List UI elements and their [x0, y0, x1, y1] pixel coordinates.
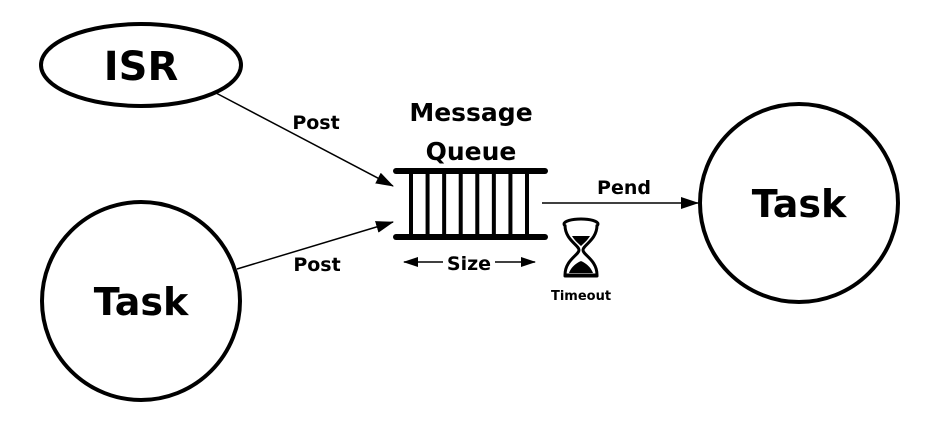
queue-title-line1: Message — [409, 98, 532, 127]
isr-post-edge: Post — [215, 92, 394, 187]
isr-post-label: Post — [292, 112, 339, 134]
task-sender-node: Task — [40, 200, 242, 402]
queue-title-line2: Queue — [426, 137, 517, 166]
isr-ellipse — [39, 22, 243, 108]
pend-edge: Pend — [542, 177, 699, 209]
hourglass-icon — [562, 217, 600, 278]
task-post-edge: Post — [236, 221, 394, 276]
queue-slots — [409, 171, 529, 237]
size-label: Size — [447, 253, 491, 275]
size-arrowhead-left — [403, 257, 418, 267]
message-queue: Message Queue Size — [393, 98, 548, 275]
task-sender-circle — [40, 200, 242, 402]
isr-label: ISR — [104, 44, 179, 90]
size-arrowhead-right — [521, 257, 536, 267]
timeout-label: Timeout — [551, 289, 611, 304]
task-post-label: Post — [293, 254, 340, 276]
task-post-arrow — [236, 221, 394, 270]
isr-node: ISR — [39, 22, 243, 108]
timeout: Timeout — [551, 217, 611, 304]
task-sender-label: Task — [94, 280, 189, 324]
task-receiver-label: Task — [752, 182, 847, 226]
task-receiver-circle — [698, 102, 900, 304]
isr-post-arrow — [215, 92, 394, 187]
pend-label: Pend — [597, 177, 651, 199]
task-receiver-node: Task — [698, 102, 900, 304]
